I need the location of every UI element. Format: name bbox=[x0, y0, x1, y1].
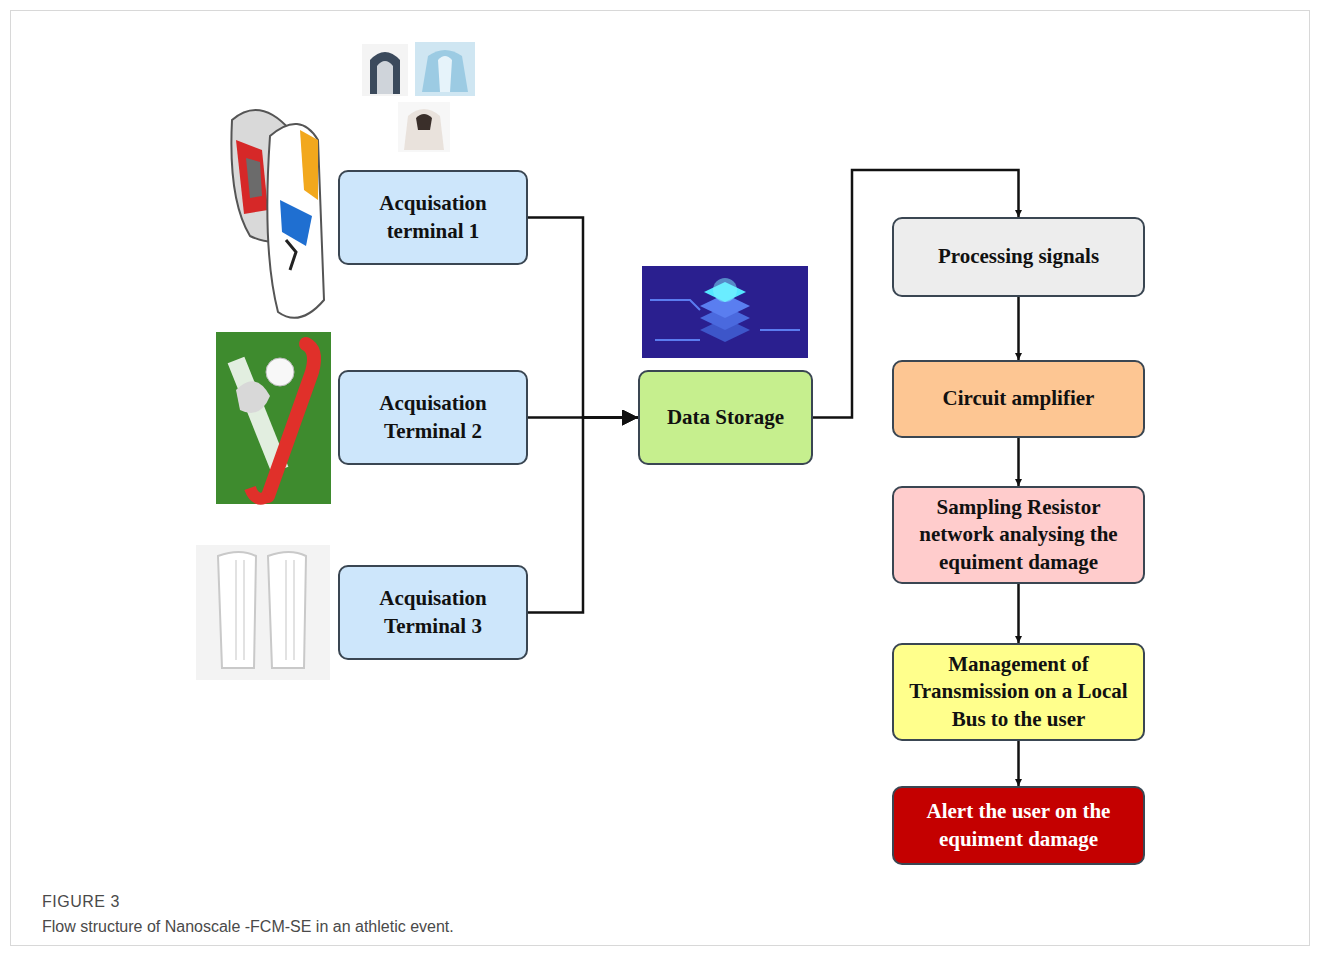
flow-arrow bbox=[1017, 584, 1020, 643]
box-label: Processing signals bbox=[938, 243, 1099, 270]
hockey-stick-photo bbox=[216, 332, 331, 504]
cricket-pads-photo bbox=[196, 545, 330, 680]
process-box: Management of Transmission on a Local Bu… bbox=[892, 643, 1145, 741]
process-box: Alert the user on the equiment damage bbox=[892, 786, 1145, 865]
flow-arrow bbox=[1017, 438, 1020, 486]
box-label: Management of Transmission on a Local Bu… bbox=[900, 651, 1137, 733]
process-box: Circuit amplifier bbox=[892, 360, 1145, 438]
shoe-icons bbox=[231, 110, 324, 318]
box-label: Acquisation Terminal 2 bbox=[346, 390, 520, 445]
process-box: Acquisation terminal 1 bbox=[338, 170, 528, 265]
process-box: Processing signals bbox=[892, 217, 1145, 297]
flow-arrow bbox=[1017, 297, 1020, 360]
box-label: Acquisation Terminal 3 bbox=[346, 585, 520, 640]
process-box: Sampling Resistor network analysing the … bbox=[892, 486, 1145, 584]
figure-number: FIGURE 3 bbox=[42, 893, 120, 911]
flow-arrow bbox=[528, 418, 638, 613]
flow-arrow bbox=[528, 218, 638, 418]
box-label: Acquisation terminal 1 bbox=[346, 190, 520, 245]
box-label: Circuit amplifier bbox=[943, 385, 1095, 412]
process-box: Acquisation Terminal 2 bbox=[338, 370, 528, 465]
jacket-icons bbox=[362, 42, 475, 152]
process-box: Acquisation Terminal 3 bbox=[338, 565, 528, 660]
server-illustration bbox=[642, 266, 808, 358]
box-label: Data Storage bbox=[667, 404, 784, 431]
process-box: Data Storage bbox=[638, 370, 813, 465]
figure-caption: Flow structure of Nanoscale -FCM-SE in a… bbox=[42, 918, 454, 936]
flow-arrow bbox=[1017, 741, 1020, 786]
box-label: Sampling Resistor network analysing the … bbox=[900, 494, 1137, 576]
box-label: Alert the user on the equiment damage bbox=[900, 798, 1137, 853]
